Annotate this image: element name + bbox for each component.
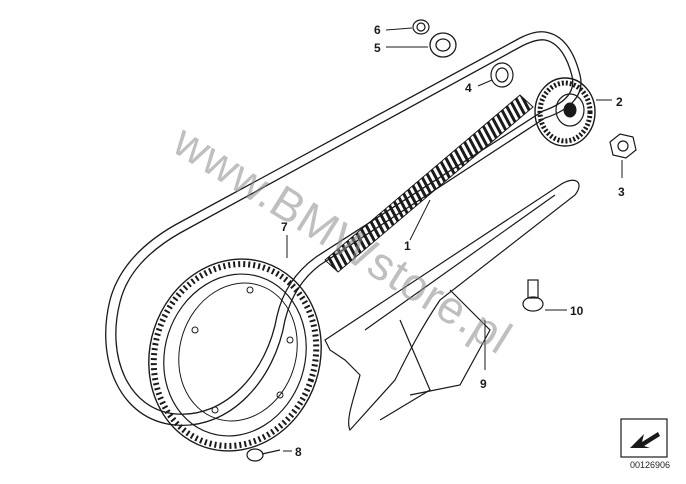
callout-3: 3 — [618, 185, 625, 199]
ring-6 — [412, 19, 430, 35]
ring-gear-7 — [148, 258, 322, 452]
bearing-4 — [490, 62, 514, 88]
callout-2: 2 — [616, 95, 623, 109]
callout-9: 9 — [480, 377, 487, 391]
seal-5 — [429, 32, 457, 58]
callout-10: 10 — [570, 304, 584, 318]
bolt-10 — [522, 279, 544, 312]
callout-6: 6 — [374, 23, 381, 37]
callout-5: 5 — [374, 41, 381, 55]
pulley-2 — [534, 77, 596, 147]
reference-number: 00126906 — [629, 460, 671, 470]
belt-cover-9 — [324, 179, 580, 432]
callout-8: 8 — [295, 445, 302, 459]
arrow-in-box-icon[interactable] — [620, 418, 668, 458]
nut-3 — [609, 133, 637, 159]
leader-lines — [283, 27, 623, 452]
bolt-8 — [246, 448, 281, 462]
toothed-belt-1 — [324, 94, 534, 273]
callout-1: 1 — [404, 239, 411, 253]
callout-4: 4 — [465, 81, 472, 95]
callout-7: 7 — [281, 220, 288, 234]
